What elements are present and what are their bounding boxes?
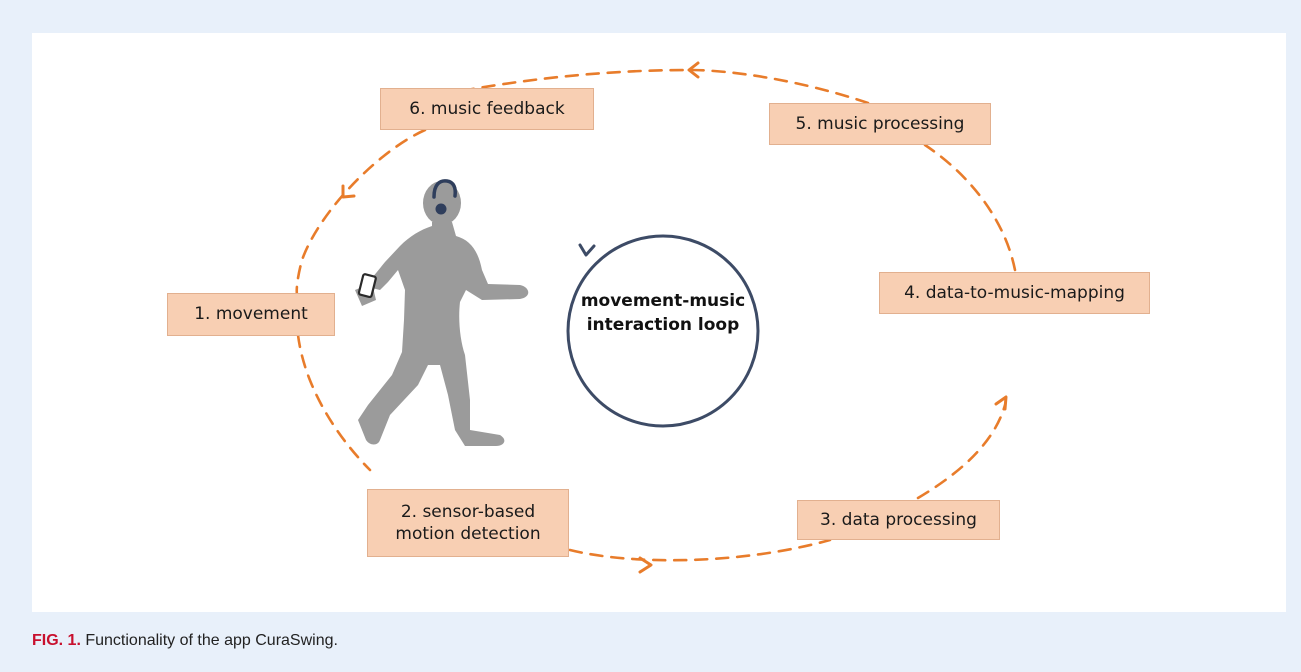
loop-segment-mapping-to-music [923, 143, 1017, 272]
step-label-data-processing: 3. data processing [820, 509, 977, 530]
figure-number: FIG. 1. [32, 632, 81, 649]
loop-segment-data-to-mapping [916, 403, 1007, 500]
loop-segment-movement-to-sensor [296, 333, 372, 472]
step-box-movement: 1. movement [167, 293, 335, 336]
figure-caption: FIG. 1. Functionality of the app CuraSwi… [32, 632, 338, 650]
head [423, 181, 461, 225]
arrowhead-bottom-icon [638, 556, 653, 574]
loop-arrowhead-icon [578, 243, 596, 257]
step-box-data-to-music-mapping: 4. data-to-music-mapping [879, 272, 1150, 314]
interaction-loop-circle [566, 234, 760, 428]
figure-bottom-band [32, 576, 1286, 612]
arrowhead-top-icon [687, 61, 700, 79]
headphones-icon [432, 179, 457, 215]
step-label-movement: 1. movement [194, 304, 308, 325]
center-loop-label: movement-music interaction loop [580, 291, 746, 335]
step-label-music-processing: 5. music processing [795, 113, 965, 134]
smartphone-icon [357, 273, 377, 299]
step-label-sensor-detection: 2. sensor-based motion detection [395, 501, 541, 544]
outer-dashed-loop [295, 68, 1017, 562]
step-box-sensor-detection: 2. sensor-based motion detection [367, 489, 569, 557]
walking-person-icon [355, 181, 529, 446]
step-label-data-to-music-mapping: 4. data-to-music-mapping [904, 282, 1125, 303]
loop-segment-sensor-to-data [568, 538, 832, 562]
loop-segment-feedback-to-movement [295, 128, 427, 297]
step-box-data-processing: 3. data processing [797, 500, 1000, 540]
arrowhead-left-icon [341, 184, 356, 199]
step-box-music-feedback: 6. music feedback [380, 88, 594, 130]
arrowhead-right-icon [994, 395, 1008, 411]
step-label-music-feedback: 6. music feedback [409, 98, 565, 119]
caption-text: Functionality of the app CuraSwing. [80, 632, 338, 649]
step-box-music-processing: 5. music processing [769, 103, 991, 145]
loop-segment-music-to-feedback [448, 68, 870, 105]
neck-torso-arms-legs [358, 222, 529, 446]
